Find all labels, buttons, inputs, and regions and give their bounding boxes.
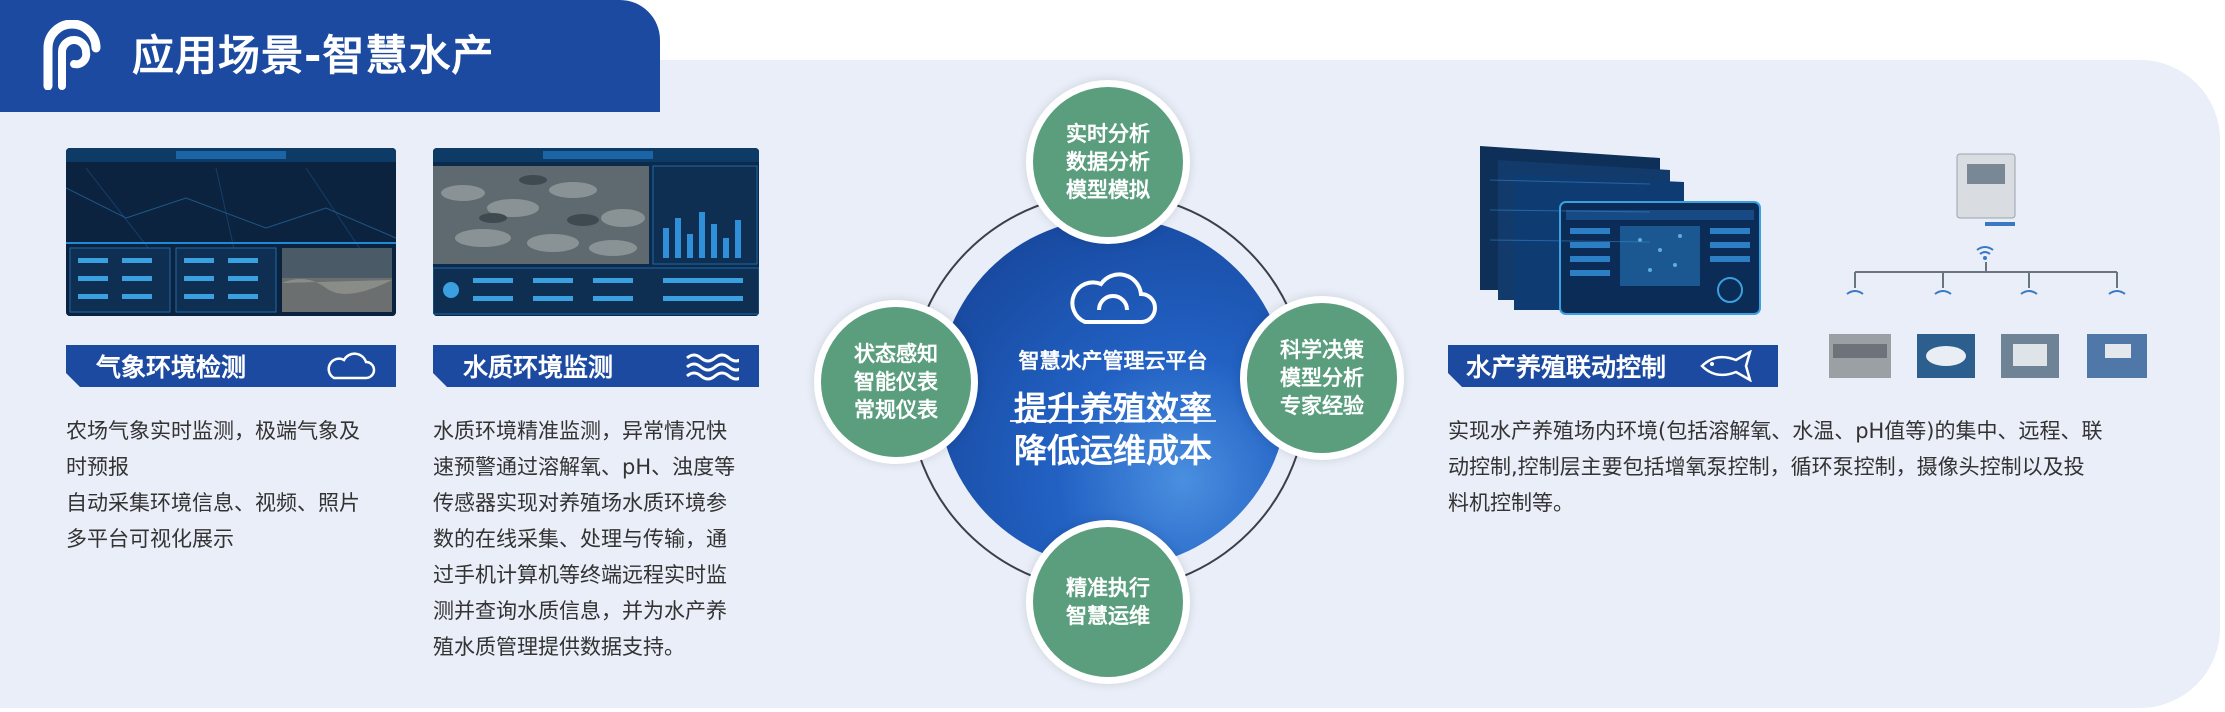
platform-slogan-1: 提升养殖效率 (1014, 389, 1212, 428)
bubble-text: 智慧运维 (1066, 604, 1150, 628)
bubble-decision: 科学决策 模型分析 专家经验 (1240, 296, 1404, 460)
water-description: 水质环境精准监测，异常情况快 速预警通过溶解氧、pH、浊度等 传感器实现对养殖场… (433, 413, 773, 665)
weather-desc-line: 农场气象实时监测，极端气象及 (66, 419, 360, 443)
platform-slogan-2: 降低运维成本 (1014, 431, 1212, 470)
control-desc-line: 动控制,控制层主要包括增氧泵控制，循环泵控制，摄像头控制以及投 (1448, 455, 2085, 479)
weather-label: 气象环境检测 (96, 353, 247, 382)
control-desc-line: 料机控制等。 (1448, 491, 1574, 515)
page-title: 应用场景-智慧水产 (132, 31, 495, 80)
bubble-text: 实时分析 (1066, 122, 1150, 146)
water-label: 水质环境监测 (463, 353, 614, 382)
weather-label-bar: 气象环境检测 (66, 345, 396, 387)
bubble-text: 智能仪表 (854, 370, 938, 394)
bubble-analysis: 实时分析 数据分析 模型模拟 (1026, 80, 1190, 244)
water-desc-line: 数的在线采集、处理与传输，通 (433, 527, 727, 551)
water-desc-line: 传感器实现对养殖场水质环境参 (433, 491, 727, 515)
cloud-icon (1070, 272, 1157, 324)
bubble-perception: 状态感知 智能仪表 常规仪表 (814, 300, 978, 464)
weather-desc-line: 多平台可视化展示 (66, 527, 234, 551)
bubble-text: 精准执行 (1066, 576, 1150, 600)
weather-dashboard-image (66, 148, 396, 316)
brand-logo-icon (43, 20, 101, 90)
weather-description: 农场气象实时监测，极端气象及 时预报 自动采集环境信息、视频、照片 多平台可视化… (66, 413, 406, 557)
cloud-icon (322, 350, 376, 382)
water-desc-line: 殖水质管理提供数据支持。 (433, 635, 685, 659)
bubble-text: 模型模拟 (1066, 178, 1150, 202)
water-dashboard-image (433, 148, 759, 316)
slogan-divider (1010, 420, 1216, 422)
bubble-text: 常规仪表 (854, 398, 938, 422)
bubble-text: 数据分析 (1066, 150, 1150, 174)
water-waves-icon (685, 350, 739, 382)
control-label: 水产养殖联动控制 (1466, 353, 1667, 382)
weather-desc-line: 时预报 (66, 455, 129, 479)
control-description: 实现水产养殖场内环境(包括溶解氧、水温、pH值等)的集中、远程、联 动控制,控制… (1448, 413, 2168, 521)
water-desc-line: 测并查询水质信息，并为水产养 (433, 599, 727, 623)
water-label-bar: 水质环境监测 (433, 345, 759, 387)
bubble-text: 科学决策 (1280, 338, 1364, 362)
title-tab: 应用场景-智慧水产 (0, 0, 660, 112)
water-desc-line: 过手机计算机等终端远程实时监 (433, 563, 727, 587)
bubble-text: 状态感知 (854, 342, 938, 366)
water-desc-line: 速预警通过溶解氧、pH、浊度等 (433, 455, 736, 479)
water-desc-line: 水质环境精准监测，异常情况快 (433, 419, 727, 443)
bubble-execution: 精准执行 智慧运维 (1026, 520, 1190, 684)
weather-desc-line: 自动采集环境信息、视频、照片 (66, 491, 360, 515)
bubble-text: 模型分析 (1280, 366, 1364, 390)
control-desc-line: 实现水产养殖场内环境(包括溶解氧、水温、pH值等)的集中、远程、联 (1448, 419, 2103, 443)
monitor-screens-image (1470, 140, 1770, 320)
device-network-image (1825, 140, 2155, 390)
bubble-text: 专家经验 (1280, 394, 1364, 418)
control-label-bar: 水产养殖联动控制 (1448, 345, 1778, 387)
platform-name: 智慧水产管理云平台 (1018, 349, 1208, 373)
fish-icon (1698, 350, 1758, 382)
